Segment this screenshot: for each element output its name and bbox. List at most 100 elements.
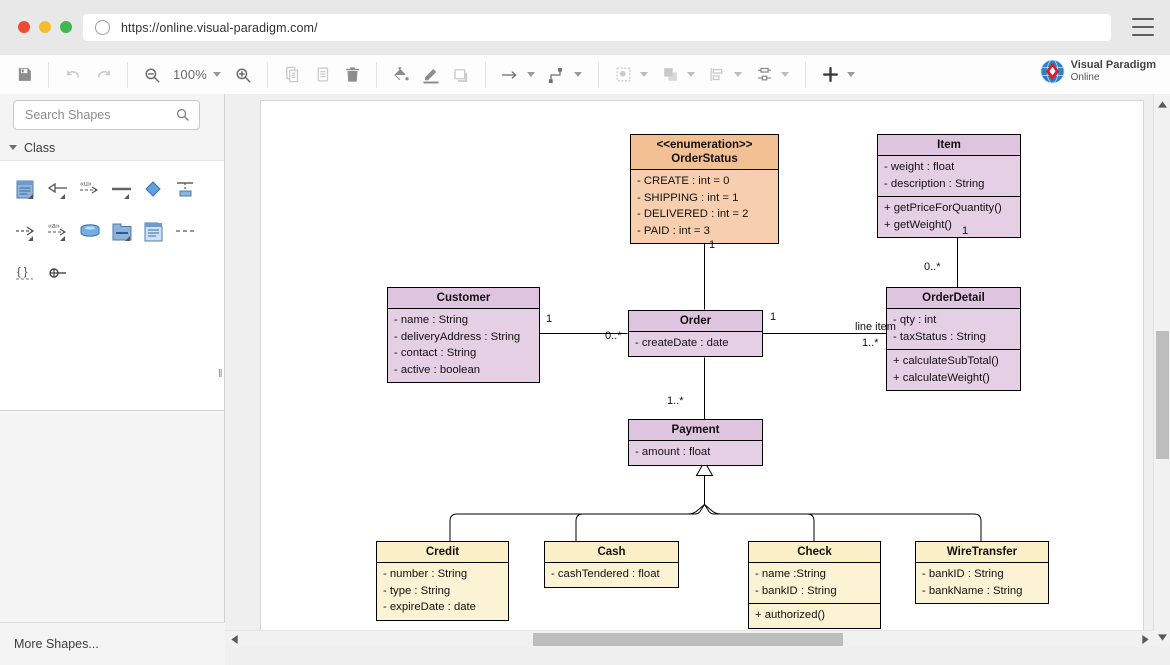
zoom-in-button[interactable]	[228, 60, 258, 90]
line-color-button[interactable]	[416, 60, 446, 90]
shape-class[interactable]	[10, 171, 42, 209]
zoom-out-button[interactable]	[137, 60, 167, 90]
align-caret-icon[interactable]	[734, 72, 743, 77]
selection-button[interactable]	[608, 60, 638, 90]
uml-class-order[interactable]: Order - createDate : date	[628, 310, 763, 357]
toolbar-divider	[376, 61, 378, 88]
class-attributes: - amount : float	[629, 441, 762, 465]
connector-route-caret-icon[interactable]	[574, 72, 583, 77]
search-input[interactable]	[23, 107, 172, 123]
class-header: Customer	[388, 288, 539, 309]
shape-group-class-header[interactable]: Class	[0, 135, 224, 161]
class-attributes: - name : String - deliveryAddress : Stri…	[388, 309, 539, 382]
connector-style-button[interactable]	[495, 60, 525, 90]
shape-aggregation[interactable]	[138, 171, 170, 209]
class-operation: + calculateWeight()	[893, 371, 990, 384]
layer-caret-icon[interactable]	[687, 72, 696, 77]
scroll-left-arrow-icon[interactable]	[226, 631, 242, 647]
more-shapes-button[interactable]: More Shapes...	[0, 622, 238, 665]
diagram-paper[interactable]: <<enumeration>> OrderStatus - CREATE : i…	[260, 100, 1144, 637]
address-bar[interactable]: https://online.visual-paradigm.com/	[83, 14, 1111, 41]
multiplicity-order-orderdetail: 1	[770, 311, 777, 323]
zoom-dropdown-caret-icon[interactable]	[213, 72, 222, 77]
maximize-window-button[interactable]	[60, 21, 72, 33]
editor-toolbar: 100%	[0, 55, 1170, 95]
uml-class-payment[interactable]: Payment - amount : float	[628, 419, 763, 466]
horizontal-scrollbar[interactable]	[225, 630, 1154, 647]
class-attribute: - name :String	[755, 568, 826, 580]
class-header: Order	[629, 311, 762, 332]
minimize-window-button[interactable]	[39, 21, 51, 33]
shape-port[interactable]	[42, 255, 74, 293]
shape-package[interactable]	[106, 213, 138, 251]
toolbar-divider	[127, 61, 128, 88]
paste-button[interactable]	[307, 60, 337, 90]
shape-constraint[interactable]: { }	[10, 255, 42, 293]
add-caret-icon[interactable]	[847, 72, 856, 77]
shadow-button[interactable]	[446, 60, 476, 90]
sidebar-resize-handle[interactable]: ‖	[218, 368, 222, 380]
horizontal-scrollbar-thumb[interactable]	[533, 633, 843, 646]
logo-text-block: Visual Paradigm Online	[1070, 59, 1156, 83]
search-icon[interactable]	[175, 107, 190, 127]
vertical-scrollbar-thumb[interactable]	[1156, 331, 1169, 459]
save-button[interactable]	[9, 60, 39, 90]
vertical-scrollbar[interactable]	[1153, 94, 1170, 647]
class-attribute: - createDate : date	[635, 337, 729, 349]
close-window-button[interactable]	[18, 21, 30, 33]
shape-dependency[interactable]	[10, 213, 42, 251]
uml-class-credit[interactable]: Credit - number : String - type : String…	[376, 541, 509, 621]
align-button[interactable]	[702, 60, 732, 90]
class-header: Credit	[377, 542, 508, 563]
shape-database[interactable]	[74, 213, 106, 251]
search-shapes-box[interactable]	[13, 100, 200, 130]
uml-class-item[interactable]: Item - weight : float - description : St…	[877, 134, 1021, 238]
connector-style-caret-icon[interactable]	[527, 72, 536, 77]
class-attribute: - expireDate : date	[383, 601, 476, 613]
uml-class-check[interactable]: Check - name :String - bankID : String +…	[748, 541, 881, 629]
browser-menu-icon[interactable]	[1132, 18, 1154, 36]
uml-class-wiretransfer[interactable]: WireTransfer - bankID : String - bankNam…	[915, 541, 1049, 604]
class-operations: + getPriceForQuantity() + getWeight()	[878, 197, 1020, 237]
logo-line1: Visual Paradigm	[1070, 59, 1156, 71]
logo-line2: Online	[1070, 71, 1100, 83]
class-attributes: - bankID : String - bankName : String	[916, 563, 1048, 603]
chevron-down-icon	[9, 145, 17, 150]
toolbar-group-arrange	[599, 55, 805, 94]
delete-button[interactable]	[337, 60, 367, 90]
shape-generalization[interactable]	[42, 171, 74, 209]
distribute-button[interactable]	[749, 60, 779, 90]
uml-class-orderdetail[interactable]: OrderDetail - qty : int - taxStatus : St…	[886, 287, 1021, 391]
redo-button[interactable]	[88, 60, 118, 90]
class-attribute: - bankID : String	[755, 584, 837, 597]
shape-association[interactable]	[106, 171, 138, 209]
svg-text:«u»: «u»	[80, 181, 92, 188]
fill-color-button[interactable]	[386, 60, 416, 90]
connector-route-button[interactable]	[542, 60, 572, 90]
shape-dashed-line[interactable]	[170, 213, 202, 251]
class-operations: + authorized()	[749, 604, 880, 628]
uml-class-cash[interactable]: Cash - cashTendered : float	[544, 541, 679, 588]
undo-button[interactable]	[58, 60, 88, 90]
add-button[interactable]	[815, 60, 845, 90]
diagram-canvas[interactable]: <<enumeration>> OrderStatus - CREATE : i…	[225, 94, 1170, 665]
shape-abstraction[interactable]: «a»	[42, 213, 74, 251]
scroll-right-arrow-icon[interactable]	[1137, 631, 1153, 647]
uml-class-customer[interactable]: Customer - name : String - deliveryAddre…	[387, 287, 540, 383]
uml-class-orderstatus[interactable]: <<enumeration>> OrderStatus - CREATE : i…	[630, 134, 779, 244]
generalization-branch-wiretransfer	[704, 504, 982, 542]
generalization-branch-credit	[449, 504, 705, 542]
scroll-up-arrow-icon[interactable]	[1154, 96, 1170, 112]
shape-note[interactable]	[138, 213, 170, 251]
distribute-caret-icon[interactable]	[781, 72, 790, 77]
shape-usage[interactable]: «u»	[74, 171, 106, 209]
window-traffic-lights	[18, 21, 72, 33]
scroll-down-arrow-icon[interactable]	[1154, 629, 1170, 645]
copy-button[interactable]	[277, 60, 307, 90]
layer-button[interactable]	[655, 60, 685, 90]
shape-anchor[interactable]	[170, 171, 202, 209]
class-attributes: - name :String - bankID : String	[749, 563, 880, 604]
selection-caret-icon[interactable]	[640, 72, 649, 77]
multiplicity-order-customer: 0..*	[605, 330, 622, 342]
toolbar-group-clipboard	[268, 55, 376, 94]
